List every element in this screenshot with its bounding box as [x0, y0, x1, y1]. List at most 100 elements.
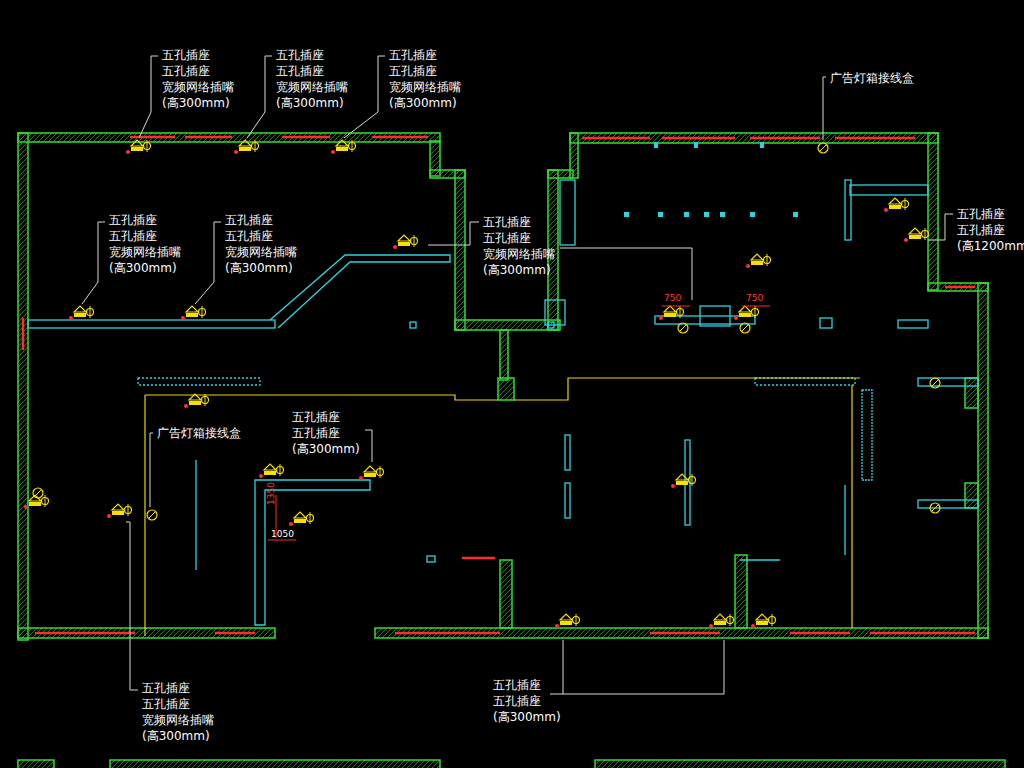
inner-line: [514, 378, 860, 400]
marker-dot: [793, 212, 798, 217]
socket-note: 五孔插座 五孔插座 宽频网络插嘴 (高300mm): [389, 47, 473, 111]
wall: [978, 283, 988, 638]
dimension-line: [268, 540, 296, 541]
partition: [28, 320, 275, 328]
socket-note: 五孔插座 五孔插座 (高300mm): [493, 677, 577, 725]
partition: [565, 435, 570, 470]
junction-note: 广告灯箱接线盒: [830, 70, 914, 86]
socket-symbol: [751, 614, 776, 628]
socket-symbol: [734, 306, 759, 320]
socket-symbol: [126, 140, 151, 154]
partition: [427, 556, 435, 562]
partition: [755, 378, 855, 385]
inner-line: [145, 378, 860, 636]
socket-note: 五孔插座 五孔插座 (高1200mm): [957, 206, 1024, 254]
partition: [255, 480, 370, 625]
marker-dot: [624, 142, 798, 217]
window: [185, 136, 232, 139]
leader-line: [365, 430, 372, 462]
partition: [195, 460, 196, 570]
junction-box: [818, 143, 828, 153]
wall: [455, 320, 560, 330]
inner-line: [851, 385, 852, 628]
socket-note: 五孔插座 五孔插座 宽频网络插嘴 (高300mm): [142, 680, 226, 744]
partition: [850, 185, 928, 195]
socket-symbol: [107, 504, 132, 518]
socket-symbol: [259, 464, 284, 478]
leader-line: [126, 522, 138, 690]
wall: [18, 760, 54, 768]
junction-box: [33, 488, 43, 498]
partition: [918, 378, 978, 386]
marker-dot: [694, 142, 698, 148]
window: [35, 632, 135, 635]
window: [215, 632, 255, 635]
partition: [740, 559, 780, 560]
partition: [545, 300, 565, 325]
dimension: 1350: [266, 482, 277, 505]
junction-box: [740, 323, 750, 333]
junction-box: [930, 378, 940, 388]
partition: [918, 500, 978, 508]
socket-note: 五孔插座 五孔插座 宽频网络插嘴 (高300mm): [276, 47, 360, 111]
window: [582, 137, 650, 140]
window: [945, 286, 975, 289]
leader-line: [195, 222, 221, 304]
socket-symbol: [393, 235, 418, 249]
wall: [928, 133, 938, 290]
marker-dot: [704, 212, 709, 217]
partition: [862, 390, 872, 480]
wall: [735, 555, 747, 628]
socket-symbol: [69, 306, 94, 320]
wall: [498, 378, 514, 400]
leader-line: [82, 56, 953, 694]
socket-note: 五孔插座 五孔插座 宽频网络插嘴 (高300mm): [162, 47, 246, 111]
wall: [965, 378, 978, 408]
leader-line: [428, 222, 479, 245]
leader-line: [344, 56, 385, 138]
partition: [410, 322, 416, 328]
window: [22, 318, 25, 350]
window: [662, 137, 735, 140]
window: [750, 137, 820, 140]
wall: [18, 133, 28, 640]
window: [372, 136, 428, 139]
leader-line: [150, 433, 153, 507]
socket-symbol: [331, 140, 356, 154]
wall: [375, 628, 988, 638]
junction-box: [930, 503, 940, 513]
partition: [270, 255, 450, 328]
partition: [560, 180, 575, 245]
leader-line: [139, 56, 158, 138]
partition: [898, 320, 928, 328]
partition: [845, 180, 851, 240]
wall: [110, 760, 440, 768]
wall: [500, 560, 512, 628]
window: [462, 557, 495, 560]
socket-note: 五孔插座 五孔插座 宽频网络插嘴 (高300mm): [109, 212, 193, 276]
wall: [570, 133, 938, 143]
wall: [18, 628, 275, 638]
junction-box: [33, 143, 940, 520]
junction-box: [147, 510, 157, 520]
leader-line: [823, 77, 826, 140]
socket-symbol: [555, 614, 580, 628]
partition: [655, 316, 755, 324]
partition: [700, 306, 730, 326]
junction-note: 广告灯箱接线盒: [157, 425, 241, 441]
dimension: 750: [664, 293, 681, 304]
dimension: 750: [746, 293, 763, 304]
marker-dot: [720, 212, 725, 217]
socket-symbol: [746, 254, 771, 268]
socket-note: 五孔插座 五孔插座 (高300mm): [292, 409, 376, 457]
marker-dot: [624, 212, 629, 217]
partition: [548, 322, 554, 328]
window: [835, 137, 915, 140]
window: [282, 136, 330, 139]
wall: [500, 330, 508, 380]
dimension-line: [268, 306, 770, 540]
window: [790, 632, 850, 635]
socket-symbol: [181, 306, 206, 320]
